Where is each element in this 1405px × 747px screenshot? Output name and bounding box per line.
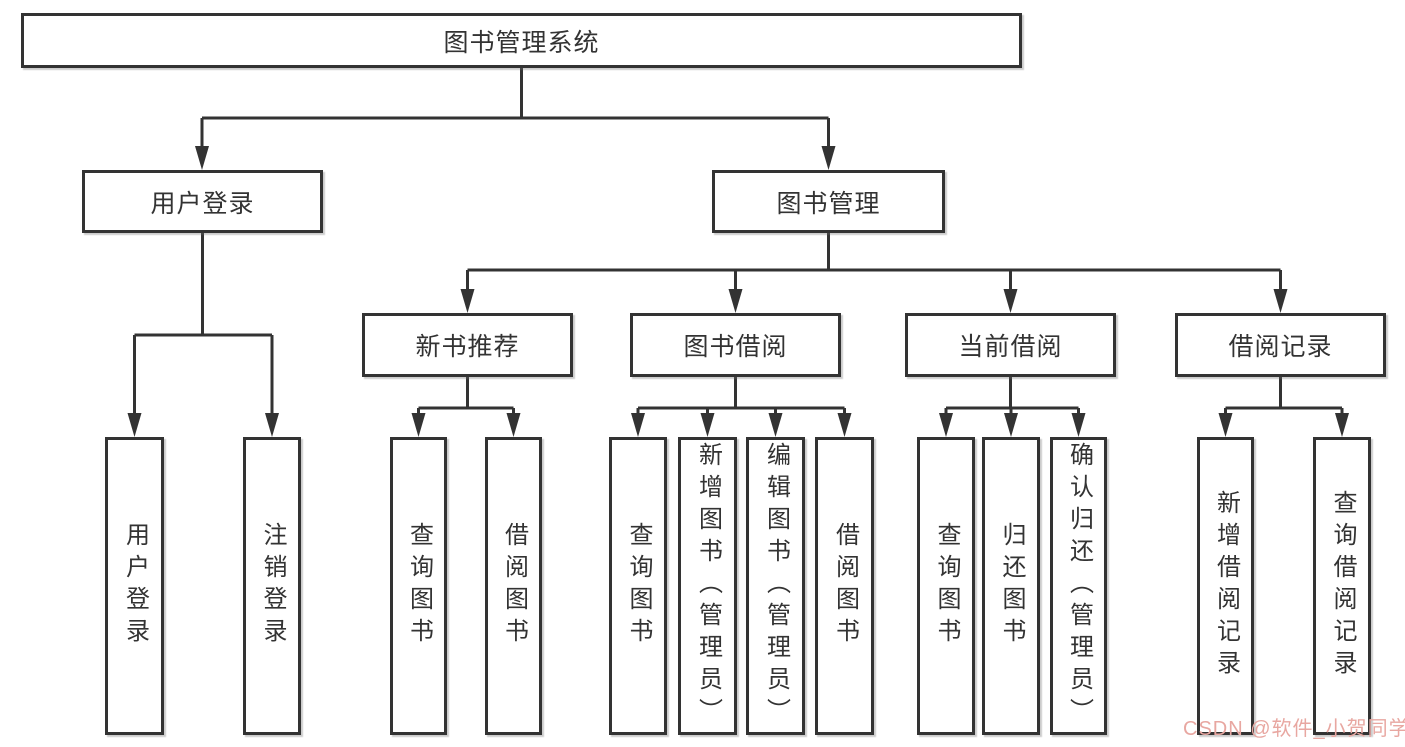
arrowhead-icon	[631, 413, 645, 437]
leaf-user-login: 用户登录	[105, 437, 164, 735]
leaf-borrow-books-borrowing: 借阅图书	[815, 437, 874, 735]
node-borrowing-records: 借阅记录	[1175, 313, 1386, 377]
leaf-query-books-current: 查询图书	[917, 437, 975, 735]
connector-new-book-recommendation-children	[411, 377, 521, 437]
leaf-add-borrow-record: 新增借阅记录	[1197, 437, 1254, 735]
watermark: CSDN @软件_小贺同学	[1183, 718, 1405, 740]
leaf-query-books-recommend: 查询图书	[390, 437, 447, 735]
leaf-confirm-return-admin: 确认归还（管理员）	[1050, 437, 1107, 735]
connector-book-borrowing-children	[631, 377, 852, 437]
node-user-login: 用户登录	[82, 170, 323, 233]
arrowhead-icon	[1003, 289, 1018, 313]
arrowhead-icon	[127, 413, 142, 437]
arrowhead-icon	[1273, 289, 1288, 313]
node-library-management-system: 图书管理系统	[21, 13, 1022, 68]
leaf-logout-login: 注销登录	[243, 437, 301, 735]
arrowhead-icon	[837, 413, 852, 437]
arrowhead-icon	[506, 413, 521, 437]
arrowhead-icon	[265, 413, 279, 437]
arrowhead-icon	[411, 413, 426, 437]
leaf-add-books-admin: 新增图书（管理员）	[678, 437, 737, 735]
node-new-book-recommendation: 新书推荐	[362, 313, 573, 377]
arrowhead-icon	[700, 413, 715, 437]
arrowhead-icon	[1004, 413, 1018, 437]
node-current-borrowing: 当前借阅	[905, 313, 1116, 377]
node-book-borrowing: 图书借阅	[630, 313, 841, 377]
arrowhead-icon	[821, 146, 836, 170]
arrowhead-icon	[1335, 413, 1349, 437]
arrowhead-icon	[1218, 413, 1233, 437]
connector-root-to-level2	[195, 68, 836, 170]
leaf-edit-books-admin: 编辑图书（管理员）	[746, 437, 805, 735]
leaf-query-books-borrowing: 查询图书	[609, 437, 667, 735]
arrowhead-icon	[939, 413, 953, 437]
arrowhead-icon	[728, 289, 743, 313]
leaf-borrow-books-recommend: 借阅图书	[485, 437, 542, 735]
connector-user-login-children	[127, 233, 279, 437]
node-book-management: 图书管理	[712, 170, 945, 233]
arrowhead-icon	[768, 413, 783, 437]
arrowhead-icon	[1071, 413, 1086, 437]
connector-current-borrowing-children	[939, 377, 1086, 437]
connector-book-management-children	[460, 233, 1288, 313]
connector-borrowing-records-children	[1218, 377, 1349, 437]
arrowhead-icon	[460, 289, 475, 313]
leaf-query-borrow-record: 查询借阅记录	[1313, 437, 1371, 735]
arrowhead-icon	[195, 146, 209, 170]
leaf-return-books: 归还图书	[982, 437, 1040, 735]
